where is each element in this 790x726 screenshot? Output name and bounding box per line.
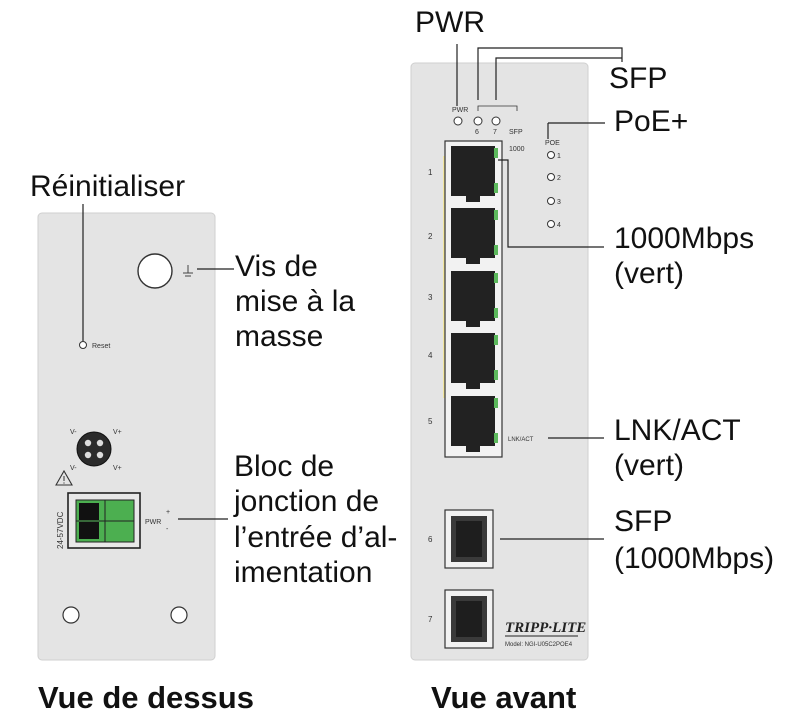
pwr-led [453,116,463,126]
ground-callout-line2: mise à la [235,285,355,318]
mounting-hole-right [170,606,188,624]
v-minus-label-2: V- [70,465,77,472]
port-number-3: 3 [428,293,433,302]
front-view-caption: Vue avant [431,680,576,715]
sfp-port-callout-line1: SFP [614,505,672,538]
poe-led-4-label: 4 [557,222,561,229]
sfp-led-leader-outer [477,47,623,100]
sfp-port-callout-line2: (1000Mbps) [614,542,774,575]
sfp-led-leader-inner [495,57,622,100]
poe-led-3 [547,197,555,205]
reset-button [79,341,87,349]
terminal-callout-line4: imentation [234,556,372,589]
terminal-callout-line3: l’entrée d’al- [234,521,397,554]
poe-led-1 [547,151,555,159]
rj45-port [451,146,498,202]
lnk-act-panel-label: LNK/ACT [508,437,534,443]
sfp-port [444,589,494,649]
brand-logo: TRIPP·LITE [505,620,586,636]
mbps-leader [498,159,604,248]
warning-icon [55,469,73,486]
poe-led-3-label: 3 [557,199,561,206]
rj45-port [451,396,498,452]
pwr-callout: PWR [415,6,485,39]
poe-led-2 [547,173,555,181]
sfp-port [444,509,494,569]
lnk-act-callout-line1: LNK/ACT [614,414,741,447]
led-pwr-label: PWR [452,107,468,114]
port-number-4: 4 [428,351,433,360]
reset-panel-label: Reset [92,343,110,350]
led-1000-label: 1000 [509,146,525,153]
v-plus-label-2: V+ [113,465,122,472]
lnk-act-callout-line2: (vert) [614,449,684,482]
led-7-label: 7 [493,129,497,136]
rj45-port [451,333,498,389]
mounting-hole-left [62,606,80,624]
sfp-led-bracket [477,105,518,111]
port-number-1: 1 [428,168,433,177]
pwr-terminal-label: PWR [145,519,161,526]
led-sfp-label: SFP [509,129,523,136]
m12-connector [76,431,112,467]
port-number-5: 5 [428,417,433,426]
led-6-label: 6 [475,129,479,136]
v-plus-label-1: V+ [113,429,122,436]
terminal-callout-line1: Bloc de [234,450,334,483]
top-panel-body [37,212,216,661]
rj45-port [451,271,498,327]
reset-callout: Réinitialiser [30,170,185,203]
terminal-callout-line2: jonction de [233,485,379,518]
voltage-label: 24-57VDC [56,511,65,549]
ground-icon [183,265,193,277]
plus-sign: + [166,509,170,516]
poe-led-1-label: 1 [557,153,561,160]
poe-callout: PoE+ [614,105,688,138]
poe-led-2-label: 2 [557,175,561,182]
mbps-callout-line2: (vert) [614,257,684,290]
sfp7-led [491,116,501,126]
sfp-port-number-6: 6 [428,535,433,544]
top-view-caption: Vue de dessus [38,680,254,715]
poe-panel-label: POE [545,140,560,147]
sfp-led-callout: SFP [609,62,667,95]
front-view-panel: PWR 6 7 SFP 1000 POE 1 2 3 4 [410,62,589,661]
ground-callout-line3: masse [235,320,323,353]
ground-callout-line1: Vis de [235,250,318,283]
poe-led-4 [547,220,555,228]
sfp6-led [473,116,483,126]
port-number-2: 2 [428,232,433,241]
top-view-panel: Reset V- V+ V- V+ 24-57VDC PWR [37,212,216,661]
power-terminal-block [67,492,141,549]
mbps-callout-line1: 1000Mbps [614,222,754,255]
minus-sign: - [166,526,169,533]
ground-screw [137,253,173,289]
model-number: Model: NGI-U05C2POE4 [505,642,573,648]
rj45-port [451,208,498,264]
sfp-port-number-7: 7 [428,615,433,624]
v-minus-label-1: V- [70,429,77,436]
